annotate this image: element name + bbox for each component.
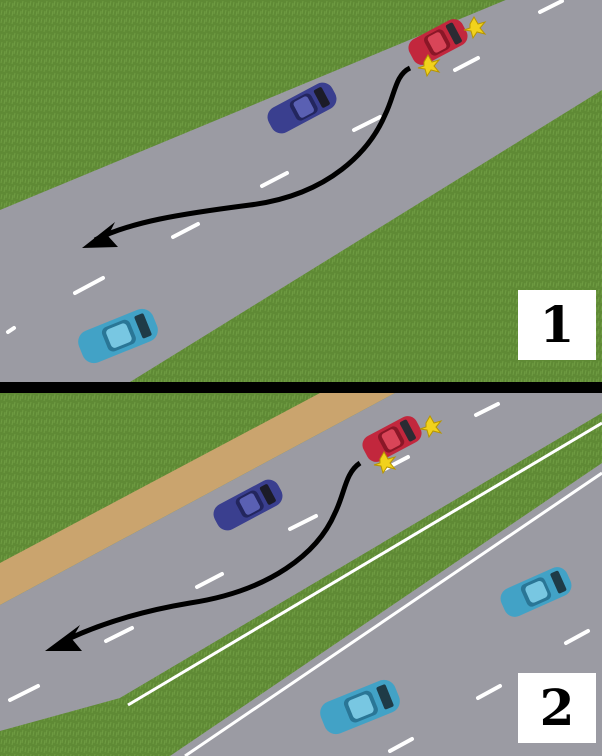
scenario-panel-1: 1 — [0, 0, 602, 382]
panel-2-scene — [0, 393, 602, 756]
panel-number-badge: 2 — [518, 673, 596, 743]
panel-1-scene — [0, 0, 602, 382]
panel-divider — [0, 382, 602, 393]
panel-number-badge: 1 — [518, 290, 596, 360]
scenario-panel-2: 2 — [0, 393, 602, 756]
